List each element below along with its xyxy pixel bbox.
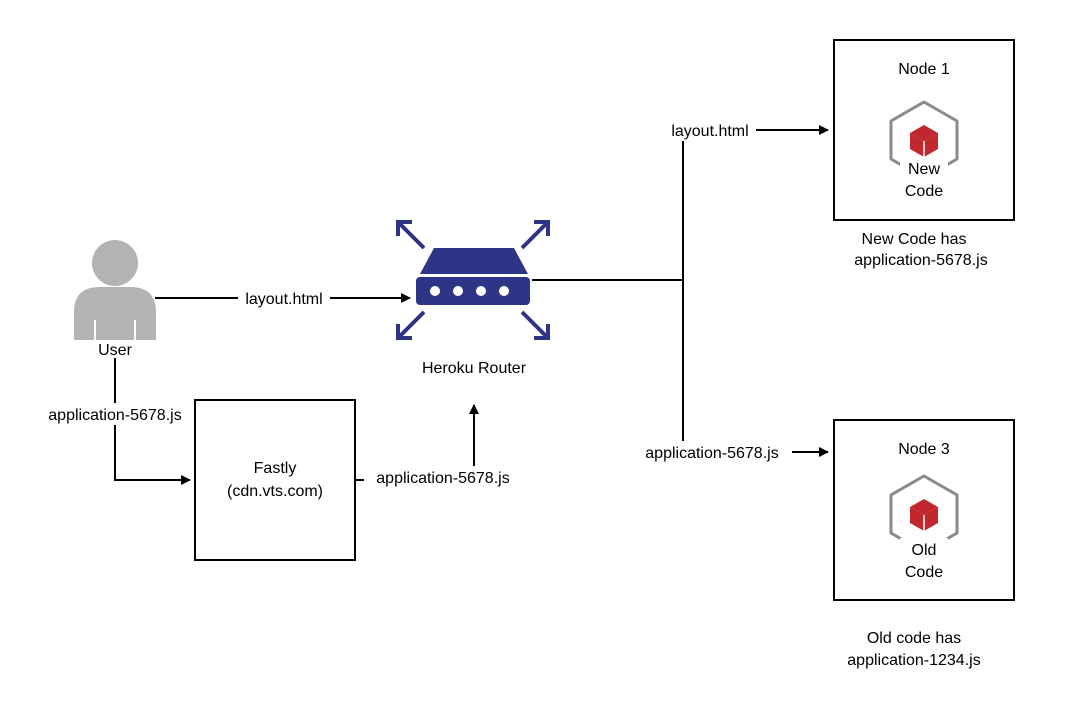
node3-note-line2: application-1234.js	[847, 652, 980, 669]
user-label: User	[98, 342, 132, 359]
user-node[interactable]: User	[74, 240, 156, 359]
edge-label-user-fastly: application-5678.js	[48, 407, 181, 424]
node1-code-line1: New	[908, 161, 940, 178]
router-node[interactable]: Heroku Router	[396, 220, 550, 377]
fastly-title: Fastly	[254, 460, 297, 477]
node3-title: Node 3	[898, 441, 950, 458]
fastly-subtitle: (cdn.vts.com)	[227, 483, 323, 500]
edge-labels: layout.html application-5678.js applicat…	[36, 119, 792, 488]
edge-label-fastly-router: application-5678.js	[376, 470, 509, 487]
router-icon	[396, 220, 550, 340]
node3-code-line1: Old	[912, 542, 937, 559]
node1-note-line2: application-5678.js	[854, 252, 987, 269]
edge-label-user-router: layout.html	[245, 291, 322, 308]
fastly-node[interactable]: Fastly (cdn.vts.com)	[194, 399, 356, 561]
node1-title: Node 1	[898, 61, 950, 78]
node3-code-line2: Code	[905, 564, 943, 581]
node1[interactable]: Node 1 New Code	[833, 39, 1015, 221]
fastly-box	[194, 399, 356, 561]
edge-user-to-fastly	[114, 358, 191, 485]
edge-label-router-node3: application-5678.js	[645, 445, 778, 462]
node3[interactable]: Node 3 Old Code	[833, 419, 1015, 601]
edge-label-router-node1: layout.html	[671, 123, 748, 140]
node3-note-line1: Old code has	[867, 630, 961, 647]
node1-note-line1: New Code has	[862, 231, 967, 248]
node1-code-line2: Code	[905, 183, 943, 200]
expand-arrows-icon	[396, 220, 550, 340]
router-label: Heroku Router	[422, 360, 527, 377]
user-icon	[74, 240, 156, 340]
